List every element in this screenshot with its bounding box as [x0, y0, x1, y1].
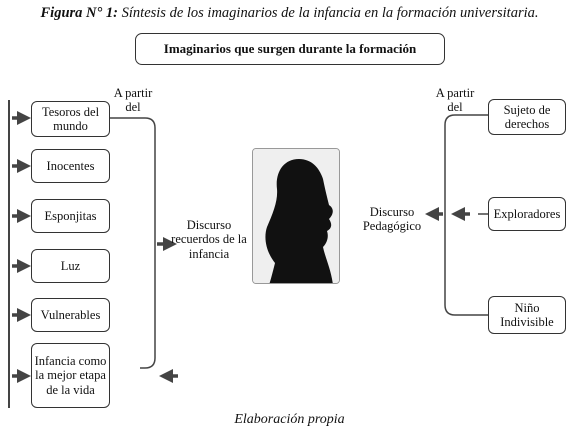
- left-connector-label: A partir del: [113, 86, 153, 115]
- box-sujeto-de-derechos: Sujeto de derechos: [488, 99, 566, 135]
- left-bracket: [110, 117, 156, 369]
- figure-caption: Figura N° 1: Síntesis de los imaginarios…: [0, 5, 579, 22]
- box-esponjitas: Esponjitas: [31, 199, 110, 233]
- center-right-label: Discurso Pedagógico: [362, 205, 422, 234]
- box-mejor-etapa: Infancia como la mejor etapa de la vida: [31, 343, 110, 408]
- box-nino-indivisible: Niño Indivisible: [488, 296, 566, 334]
- box-vulnerables: Vulnerables: [31, 298, 110, 332]
- caption-prefix: Figura N° 1:: [40, 5, 119, 21]
- right-bracket: [444, 114, 488, 316]
- figure-footer: Elaboración propia: [234, 412, 345, 427]
- box-inocentes: Inocentes: [31, 149, 110, 183]
- diagram-title: Imaginarios que surgen durante la formac…: [135, 33, 445, 65]
- box-luz: Luz: [31, 249, 110, 283]
- box-tesoros-del-mundo: Tesoros del mundo: [31, 101, 110, 137]
- silhouette-photo: [252, 148, 340, 284]
- silhouette-image: [253, 149, 339, 283]
- box-exploradores: Exploradores: [488, 197, 566, 231]
- right-connector-label: A partir del: [435, 86, 475, 115]
- caption-text: Síntesis de los imaginarios de la infanc…: [121, 5, 539, 21]
- center-left-label: Discurso recuerdos de la infancia: [171, 218, 247, 261]
